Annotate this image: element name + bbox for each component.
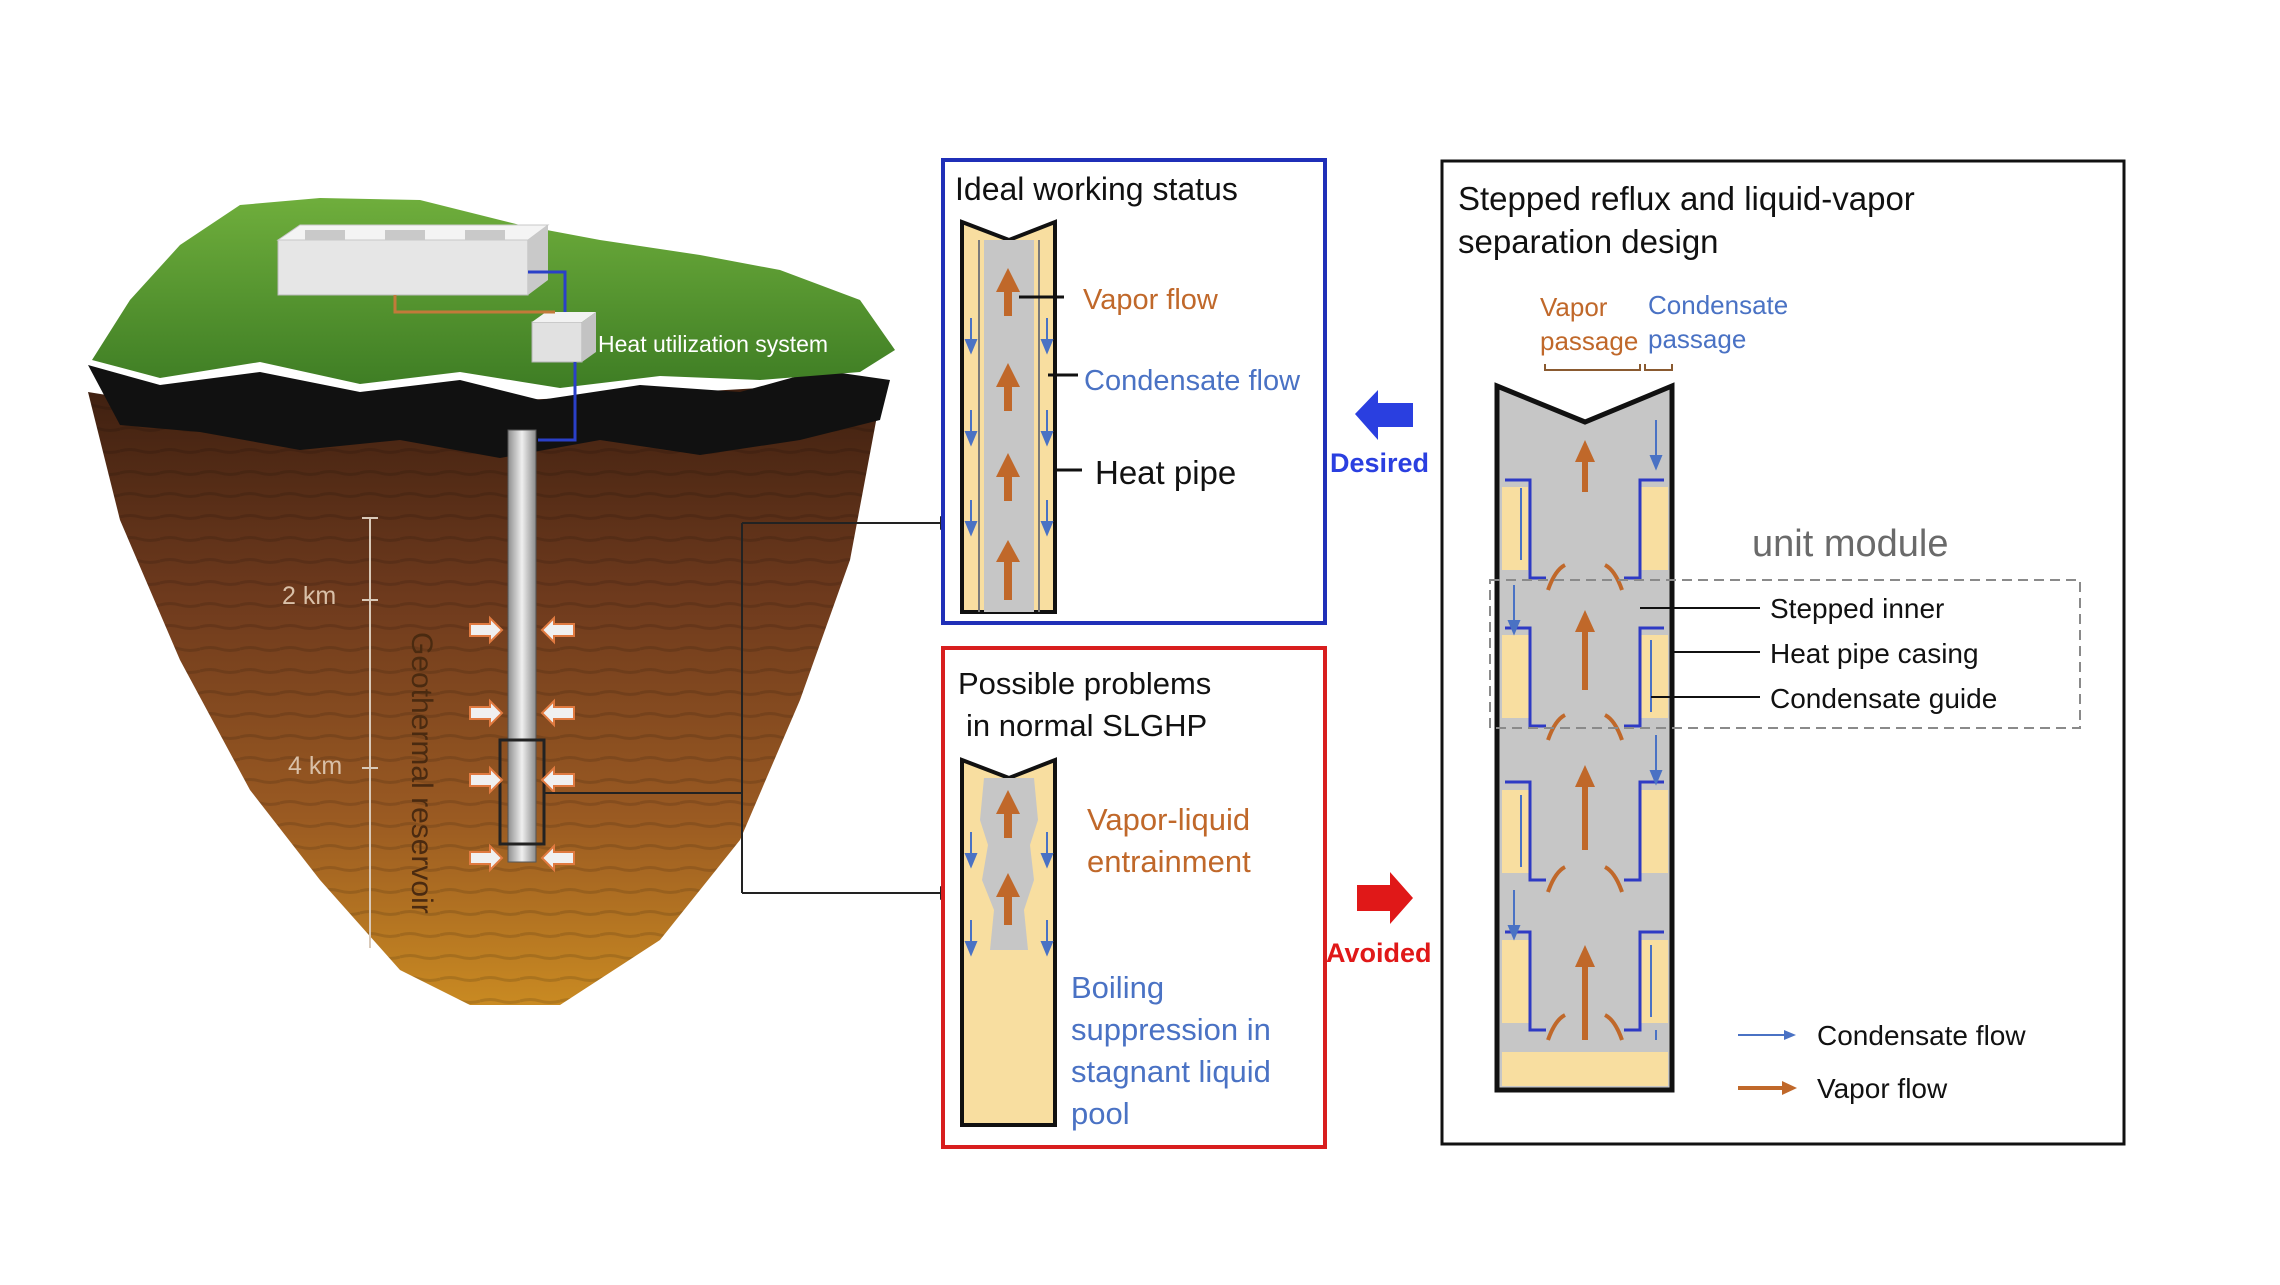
connector-lines: [544, 522, 940, 894]
problems-vapor-arrows: [996, 790, 1020, 925]
avoided-indicator: Avoided: [1326, 872, 1432, 968]
earth-illustration: Heat utilization system 2 km 4 km Geothe…: [88, 198, 895, 1005]
design-vapor-arrows: [1546, 440, 1624, 1041]
guide-label: Condensate guide: [1770, 683, 1997, 714]
depth-2km-label: 2 km: [282, 582, 336, 610]
desired-label: Desired: [1330, 448, 1429, 478]
ideal-condensate-arrows: [964, 318, 1054, 537]
condensate-liquid-blocks: [1502, 487, 1668, 1086]
design-title-line2: separation design: [1458, 223, 1719, 260]
condensate-passage-line2: passage: [1648, 324, 1746, 354]
design-pipe-outline: [1494, 382, 1675, 1093]
avoided-arrow: [1357, 872, 1413, 924]
problems-condensate-arrows: [964, 832, 1054, 957]
stepped-inner-label: Stepped inner: [1770, 593, 1944, 624]
design-title-line1: Stepped reflux and liquid-vapor: [1458, 180, 1915, 217]
heat-system-label: Heat utilization system: [598, 331, 828, 357]
surface-piping-blue: [528, 270, 577, 442]
entrainment-line1: Vapor-liquid: [1087, 802, 1250, 837]
condensate-passage-line1: Condensate: [1648, 290, 1788, 320]
surface-piping-orange: [393, 295, 555, 314]
condensate-guides: [1520, 488, 1652, 1017]
ideal-panel: Ideal working status Vapor flow Condensa…: [941, 158, 1327, 625]
condensate-passage-bracket: [1644, 364, 1673, 371]
reservoir-label: Geothermal reservoir: [405, 632, 438, 914]
ideal-title: Ideal working status: [955, 171, 1238, 207]
casing-label: Heat pipe casing: [1770, 638, 1979, 669]
avoided-label: Avoided: [1326, 938, 1432, 968]
problems-title-line2: in normal SLGHP: [966, 708, 1207, 743]
vapor-passage-line2: passage: [1540, 326, 1638, 356]
heat-exchanger-box: [531, 312, 596, 363]
surface-building: [276, 224, 550, 296]
ideal-vapor-label: Vapor flow: [1083, 284, 1219, 316]
problems-vapor-core: [980, 778, 1038, 950]
desired-arrow: [1355, 390, 1413, 440]
design-condensate-arrows: [1507, 420, 1663, 1040]
depth-4km-label: 4 km: [288, 752, 342, 780]
legend-vapor-label: Vapor flow: [1817, 1073, 1948, 1104]
desired-indicator: Desired: [1330, 390, 1429, 478]
problems-title-line1: Possible problems: [958, 666, 1211, 701]
boiling-line3: stagnant liquid: [1071, 1054, 1271, 1089]
heat-inflow-arrows: [469, 615, 575, 873]
ideal-condensate-label: Condensate flow: [1084, 365, 1301, 397]
vapor-passage-bracket: [1544, 364, 1641, 371]
boiling-line1: Boiling: [1071, 970, 1164, 1005]
unit-module-label: unit module: [1752, 523, 1948, 565]
ideal-heatpipe-label: Heat pipe: [1095, 454, 1236, 491]
unit-module-box: [1489, 579, 2081, 729]
borehole-pipe: [507, 429, 537, 863]
rock-rim: [88, 365, 890, 458]
design-legend: Condensate flow Vapor flow: [1738, 1020, 2026, 1104]
ideal-vapor-arrows: [996, 268, 1020, 600]
entrainment-line2: entrainment: [1087, 844, 1251, 879]
boiling-line4: pool: [1071, 1096, 1130, 1131]
boiling-line2: suppression in: [1071, 1012, 1271, 1047]
legend-condensate-label: Condensate flow: [1817, 1020, 2026, 1051]
problems-panel: Possible problems in normal SLGHP Vapor-…: [941, 646, 1327, 1149]
vapor-passage-line1: Vapor: [1540, 292, 1608, 322]
stepped-inner-walls: [1505, 478, 1664, 1032]
design-panel: Stepped reflux and liquid-vapor separati…: [1440, 159, 2126, 1146]
